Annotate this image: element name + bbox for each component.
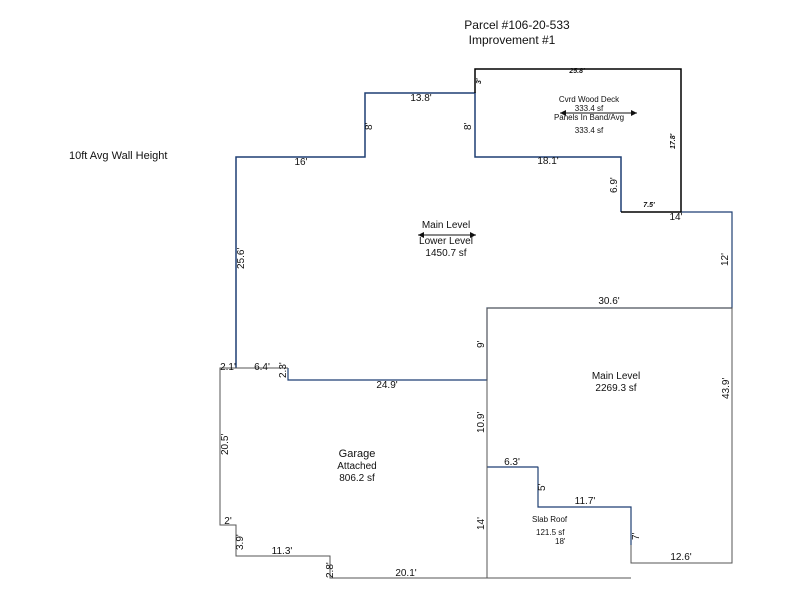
garage-outline: [219, 367, 488, 579]
dim-25-6: 25.6': [236, 247, 247, 269]
garage-label: Garage Attached 806.2 sf: [337, 448, 376, 485]
dim-14-a: 14': [669, 212, 683, 223]
wall-height-note: 10ft Avg Wall Height: [69, 150, 168, 162]
dim-2-1: 2.1': [220, 362, 236, 373]
dim-20-5: 20.5': [220, 433, 231, 455]
dim-20-1: 20.1': [395, 568, 417, 579]
dim-7-5: 7.5': [643, 202, 655, 209]
dim-6-3: 6.3': [504, 457, 520, 468]
garage-area: 806.2 sf: [339, 473, 375, 485]
right-main-level-outline: [486, 307, 733, 564]
slab-roof-blue-edge: [537, 467, 632, 545]
dim-18-1: 18.1': [537, 156, 559, 167]
slab-roof-dim: 18': [555, 537, 566, 546]
deck-panels-area: 333.4 sf: [574, 125, 604, 135]
parcel-number: Parcel #106-20-533: [464, 18, 570, 32]
dim-3: 3': [476, 78, 483, 84]
right-main-level-label: Main Level 2269.3 sf: [592, 371, 640, 395]
dim-24-9: 24.9': [376, 380, 398, 391]
deck-outline: [474, 68, 682, 213]
dim-43-9: 43.9': [721, 377, 732, 399]
dim-16: 16': [294, 157, 308, 168]
dim-7: 7': [631, 532, 642, 540]
dim-6-4: 6.4': [254, 362, 270, 373]
deck-name: Cvrd Wood Deck: [558, 95, 620, 104]
dim-12-6: 12.6': [670, 552, 692, 563]
dim-25-8: 25.8': [569, 68, 585, 75]
dim-13-8: 13.8': [410, 93, 432, 104]
dim-8-b: 8': [463, 122, 474, 130]
dim-9: 9': [476, 340, 487, 348]
dim-2-3: 2.3': [278, 362, 289, 378]
upper-level-arrow-right-head: [470, 232, 476, 238]
dim-11-7: 11.7': [574, 496, 596, 507]
improvement-number: Improvement #1: [468, 33, 556, 47]
upper-level-area: 1450.7 sf: [425, 248, 467, 259]
upper-level-label: Main Level Lower Level 1450.7 sf: [419, 220, 473, 260]
deck-arrow-left-head: [560, 110, 566, 116]
upper-level-outline: [235, 92, 622, 368]
dim-30-6: 30.6': [598, 296, 620, 307]
dim-5: 5': [537, 483, 548, 491]
slab-roof-name: Slab Roof: [532, 515, 568, 524]
right-main-level-area: 2269.3 sf: [595, 383, 637, 394]
upper-level-arrow-left-head: [418, 232, 424, 238]
slab-roof-area: 121.5 sf: [536, 528, 565, 537]
dim-8-a: 8': [364, 122, 375, 130]
deck-arrow-right-head: [631, 110, 637, 116]
dim-3-9: 3.9': [235, 534, 246, 550]
dim-10-9: 10.9': [476, 411, 487, 433]
deck-area: 333.4 sf: [574, 104, 604, 114]
upper-level-right-edge: [287, 211, 733, 381]
lower-level-name: Lower Level: [419, 236, 473, 247]
dim-11-3: 11.3': [271, 546, 293, 557]
dim-14-b: 14': [476, 516, 487, 530]
dim-2-8: 2.8': [325, 562, 336, 578]
garage-type: Attached: [337, 461, 377, 473]
dim-6-9: 6.9': [609, 177, 620, 193]
dim-17-8: 17.8': [670, 133, 677, 149]
right-main-level-name: Main Level: [591, 371, 641, 382]
garage-name: Garage: [338, 448, 376, 460]
upper-level-name: Main Level: [421, 220, 471, 231]
deck-panels: Panels In Band/Avg: [553, 113, 625, 123]
deck-label: Cvrd Wood Deck 333.4 sf Panels In Band/A…: [554, 95, 624, 135]
dim-12: 12': [720, 252, 731, 266]
dim-2: 2': [224, 516, 232, 527]
